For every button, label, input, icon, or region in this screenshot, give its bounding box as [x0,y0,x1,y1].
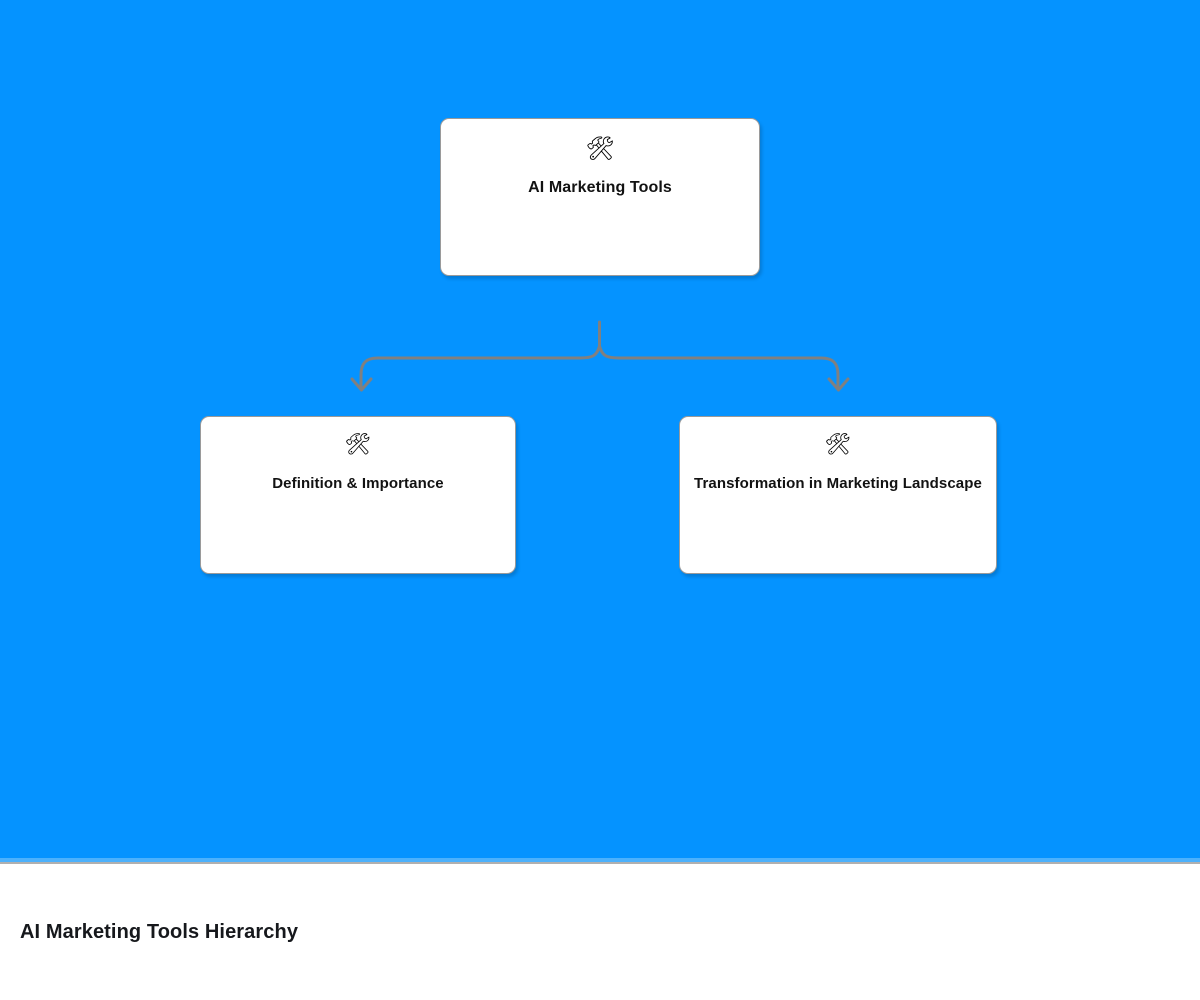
page-title: AI Marketing Tools Hierarchy [20,921,299,943]
node-child-label: Transformation in Marketing Landscape [694,475,982,492]
hammer-and-wrench-icon: 🛠 [585,135,615,161]
connector-branch-right [598,344,840,390]
connector-branch-left [359,344,601,390]
node-definition-importance[interactable]: 🛠 Definition & Importance [200,416,516,574]
diagram-canvas[interactable]: 🛠 AI Marketing Tools 🛠 Definition & Impo… [0,0,1200,858]
hammer-and-wrench-icon: 🛠 [824,433,852,456]
footer: AI Marketing Tools Hierarchy [0,864,1200,1000]
node-child-label: Definition & Importance [272,475,444,492]
node-root-label: AI Marketing Tools [528,179,672,196]
canvas-divider [0,862,1200,864]
node-transformation-marketing-landscape[interactable]: 🛠 Transformation in Marketing Landscape [679,416,997,574]
canvas-bottom-edge [0,858,1200,862]
connector-arrowhead-right [827,377,850,392]
hammer-and-wrench-icon: 🛠 [344,433,372,456]
node-root[interactable]: 🛠 AI Marketing Tools [440,118,760,276]
connector-arrowhead-left [350,377,373,392]
